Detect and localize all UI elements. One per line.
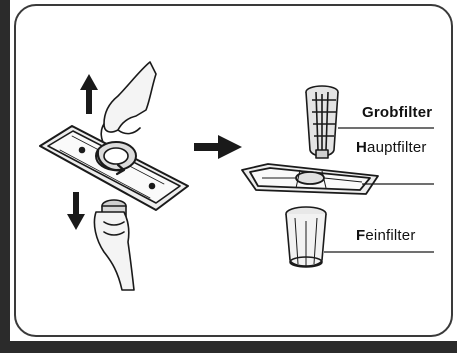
- fine-filter-label-rest: einfilter: [365, 227, 415, 244]
- main-filter-part: [242, 164, 378, 194]
- main-filter-label: Hauptfilter: [356, 139, 427, 156]
- fine-filter-label-initial: F: [356, 227, 365, 244]
- coarse-filter-label: Grobfilter: [362, 104, 432, 121]
- arrow-down-icon: [67, 192, 85, 230]
- fine-filter-label: Feinfilter: [356, 227, 416, 244]
- upper-hand: [104, 62, 156, 132]
- fine-filter-part: [286, 207, 326, 267]
- left-assembly: [40, 62, 188, 290]
- main-filter-label-initial: H: [356, 139, 367, 156]
- coarse-filter-part: [306, 86, 338, 158]
- arrow-up-icon: [80, 74, 98, 114]
- main-filter-label-rest: auptfilter: [367, 139, 427, 156]
- lower-hand: [94, 212, 134, 290]
- arrow-right-icon: [194, 135, 242, 159]
